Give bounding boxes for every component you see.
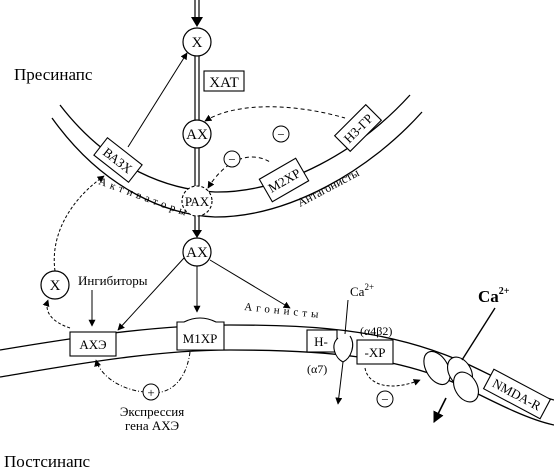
ache-box: [69, 331, 117, 357]
alpha4beta2-label: (α4β2): [360, 324, 392, 338]
minus-circle-2: [223, 150, 241, 168]
expression-line-1: Экспрессия: [120, 404, 184, 419]
node-ach-1-label: АХ: [186, 127, 208, 143]
nmda-channel-right: [453, 371, 479, 403]
nmda-box: [482, 368, 552, 420]
xp-receptor-label: -ХР: [365, 345, 386, 360]
nmda-channel-left: [423, 350, 451, 386]
m1hr-box: [176, 317, 225, 351]
expression-line-2: гена АХЭ: [125, 418, 180, 433]
node-x-left-label: Х: [50, 278, 61, 294]
alpha7-label: (α7): [307, 362, 327, 376]
node-rach: [181, 185, 213, 217]
minus-3-label: −: [381, 392, 388, 407]
enzyme-chat-label: ХАТ: [209, 75, 239, 91]
ache-label: АХЭ: [79, 337, 107, 352]
node-x-top: [182, 27, 212, 57]
ca-right-label: Ca2+: [478, 286, 510, 306]
ca-right-text: Ca: [478, 287, 499, 306]
h-receptor-label: Н-: [314, 334, 328, 349]
activators-label: Активаторы: [97, 176, 192, 220]
m1hr-label: М1ХР: [183, 331, 218, 346]
xp-receptor-box: [356, 339, 394, 365]
presynaptic-membrane-inner: [51, 111, 423, 218]
ca-right-sup: 2+: [499, 286, 510, 297]
minus-circle-1: [272, 125, 290, 143]
presynapse-label: Пресинапс: [14, 65, 93, 84]
ion-channel: [333, 335, 354, 363]
node-ach-1: [182, 119, 212, 149]
ca-left-text: Ca: [350, 284, 365, 299]
postsynapse-label: Постсинапс: [4, 452, 91, 471]
ca-left-sup: 2+: [364, 282, 374, 292]
vazkh-box: [93, 137, 143, 183]
m2hr-box: [258, 157, 310, 203]
minus-circle-3: [376, 390, 394, 408]
enzyme-chat-box: [203, 70, 245, 92]
plus-label: +: [147, 385, 154, 400]
minus-1-label: −: [277, 127, 284, 142]
node-ach-2-label: АХ: [186, 245, 208, 261]
minus-2-label: −: [228, 152, 235, 167]
ca-left-label: Ca2+: [350, 282, 374, 299]
node-rach-label: РАХ: [185, 194, 210, 209]
n3gr-box: [333, 103, 383, 153]
node-x-top-label: Х: [192, 35, 203, 51]
inhibitors-label: Ингибиторы: [78, 273, 148, 288]
plus-circle: [142, 383, 160, 401]
